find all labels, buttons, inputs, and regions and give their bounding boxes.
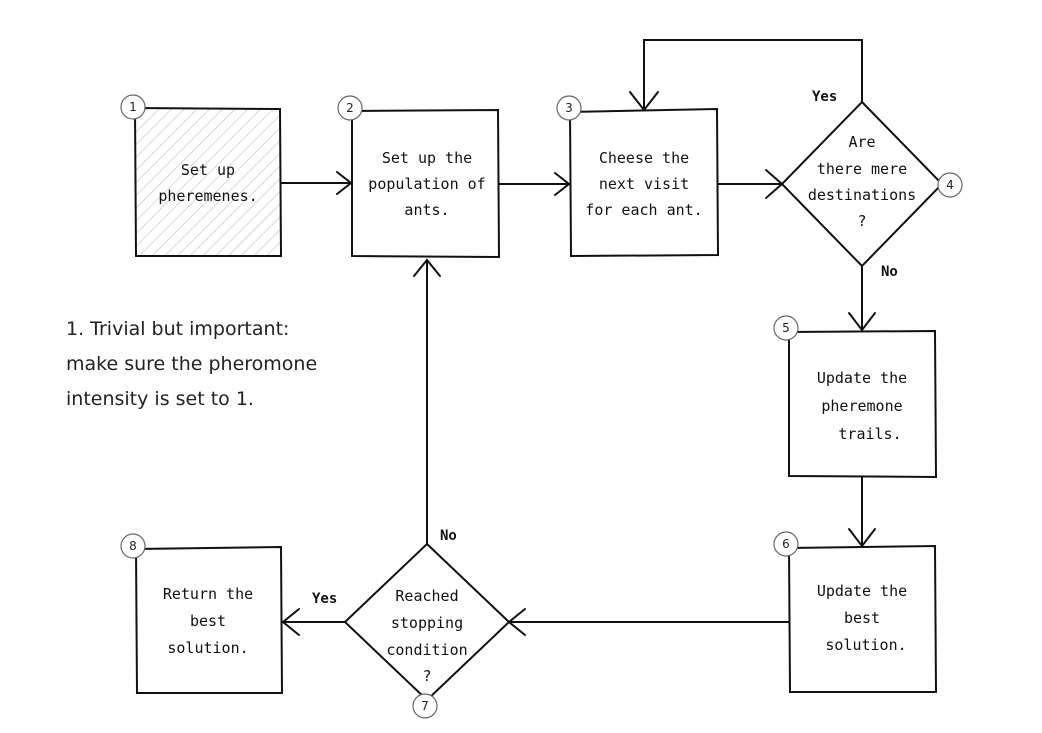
step-2-number: 2: [346, 101, 354, 115]
edge-4-yes-loop: [643, 39, 863, 111]
step-5-line-2: pheremone: [821, 397, 902, 415]
decision-7-line-1: Reached: [395, 587, 458, 605]
step-5-line-3: trails.: [838, 425, 901, 443]
step-2-line-2: population of: [368, 175, 485, 193]
step-3-box: Cheese the next visit for each ant.: [568, 107, 720, 258]
edge-label-7-yes: Yes: [312, 591, 337, 607]
step-2-line-1: Set up the: [382, 149, 472, 167]
step-6-line-3: solution.: [825, 636, 906, 654]
step-5-box: Update the pheremone trails.: [788, 329, 938, 479]
step-1-line-1: Set up: [181, 161, 235, 179]
note-line-3: intensity is set to 1.: [66, 388, 254, 410]
step-3-line-2: next visit: [599, 175, 689, 193]
note-block: 1. Trivial but important: make sure the …: [66, 318, 317, 410]
step-8-line-2: best: [190, 612, 226, 630]
step-3-line-1: Cheese the: [599, 149, 689, 167]
step-8-badge: [120, 533, 146, 559]
decision-7-line-4: ?: [422, 667, 431, 685]
step-2-box: Set up the population of ants.: [351, 108, 501, 259]
arrowhead-icon: [413, 258, 441, 277]
step-7-number: 7: [421, 699, 429, 713]
step-8-box: Return the best solution.: [134, 545, 284, 694]
edge-label-7-no: No: [440, 528, 457, 544]
step-2-badge: [337, 95, 363, 121]
step-4-number: 4: [946, 178, 954, 192]
step-6-line-2: best: [844, 609, 880, 627]
step-3-number: 3: [565, 101, 573, 115]
arrowhead-icon: [281, 608, 300, 636]
step-5-line-1: Update the: [817, 369, 907, 387]
step-6-number: 6: [782, 537, 790, 551]
step-7-badge: [412, 693, 438, 719]
edge-label-4-yes: Yes: [812, 89, 837, 105]
step-8-line-3: solution.: [167, 639, 248, 657]
decision-4-line-4: ?: [857, 212, 866, 230]
note-line-2: make sure the pheromone: [66, 353, 317, 375]
step-1-line-2: pheremenes.: [158, 187, 257, 205]
step-1-number: 1: [129, 100, 137, 114]
step-6-line-1: Update the: [817, 582, 907, 600]
step-3-badge: [556, 95, 582, 121]
arrowhead-icon: [554, 172, 571, 196]
note-line-1: 1. Trivial but important:: [66, 318, 289, 340]
step-8-number: 8: [129, 539, 137, 553]
edge-label-4-no: No: [881, 264, 898, 280]
step-3-line-3: for each ant.: [585, 201, 702, 219]
arrowhead-icon: [848, 312, 876, 332]
decision-4-line-3: destinations: [808, 186, 916, 204]
decision-4-diamond: Are there mere destinations ?: [780, 100, 944, 268]
decision-7-line-2: stopping: [391, 614, 463, 632]
decision-4-line-1: Are: [848, 133, 875, 151]
step-5-badge: [773, 315, 799, 341]
decision-7-line-3: condition: [386, 641, 467, 659]
step-1-badge: [120, 94, 146, 120]
decision-7-diamond: Reached stopping condition ?: [343, 542, 511, 702]
step-5-number: 5: [782, 321, 790, 335]
step-1-box: Set up pheremenes.: [133, 106, 283, 257]
decision-4-line-2: there mere: [817, 160, 907, 178]
step-4-badge: [937, 172, 963, 198]
step-8-line-1: Return the: [163, 585, 253, 603]
step-6-box: Update the best solution.: [787, 544, 938, 693]
step-6-badge: [773, 531, 799, 557]
step-2-line-3: ants.: [404, 201, 449, 219]
